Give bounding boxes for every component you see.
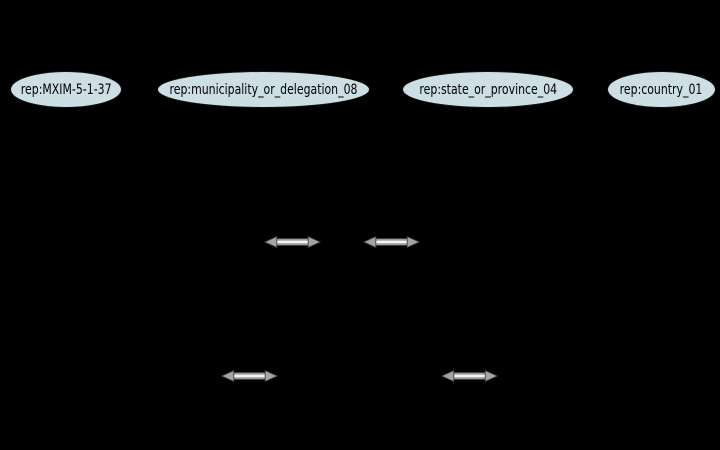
node-rep-mxim-5-1-37: rep:MXIM-5-1-37 (10, 71, 122, 108)
node-rep-municipality-or-delegation-08: rep:municipality_or_delegation_08 (157, 71, 370, 108)
node-label: rep:MXIM-5-1-37 (20, 82, 112, 98)
node-label: rep:country_01 (620, 82, 703, 98)
node-rep-country-01: rep:country_01 (607, 71, 716, 108)
double-arrow-icon (264, 235, 321, 249)
node-label: rep:municipality_or_delegation_08 (169, 82, 358, 98)
double-arrow-icon (221, 369, 278, 383)
double-arrow-icon (441, 369, 498, 383)
node-rep-state-or-province-04: rep:state_or_province_04 (402, 71, 574, 108)
double-arrow-icon (363, 235, 420, 249)
node-label: rep:state_or_province_04 (419, 82, 557, 98)
